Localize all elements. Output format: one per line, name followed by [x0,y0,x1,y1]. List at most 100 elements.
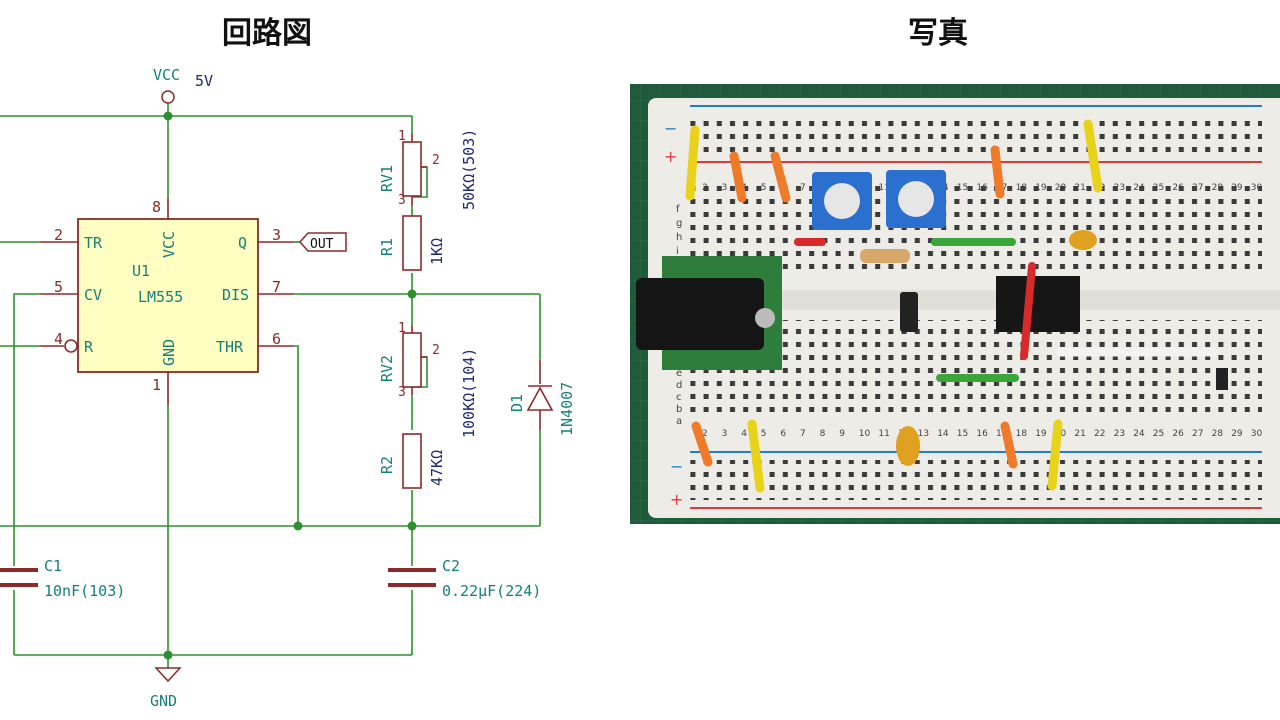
pin-header [1216,368,1228,390]
breadboard-column-number: 25 [1153,429,1164,439]
breadboard-row-letter: b [676,404,682,415]
breadboard-column-number: 13 [918,429,929,439]
bottom-minus-marker: − [670,457,683,476]
c2-capacitor [388,568,436,587]
d1-value: 1N4007 [558,382,576,436]
capacitor-c1 [1069,230,1097,250]
breadboard-column-number: 28 [1212,429,1224,439]
breadboard-column-number: 7 [800,183,806,193]
vcc-label: VCC [153,66,180,84]
ic-chip [996,276,1080,332]
breadboard-column-number: 11 [878,183,889,193]
breadboard-column-number: 11 [878,429,889,439]
trimmer-rv1-knob [824,183,860,219]
breadboard-row-letter: c [676,392,682,403]
junction-dots [163,111,417,660]
gnd-label: GND [150,692,177,710]
rv1-pin: 2 [432,153,440,168]
r1-value: 1KΩ [428,238,446,265]
d1-diode [526,360,554,430]
breadboard-column-number: 21 [1074,183,1085,193]
ic-pin-number: 2 [54,226,63,244]
ic-pin-name: Q [238,234,247,252]
ic-ref: U1 [132,262,150,280]
capacitor-c2 [896,426,920,466]
rv1-pin: 1 [398,129,406,144]
top-plus-marker: + [664,147,677,166]
breadboard-row-letter: e [676,368,682,379]
r2-resistor [402,433,422,489]
ic-body [77,218,259,373]
vcc-symbol [161,90,175,104]
ic-pin-number: 1 [152,376,161,394]
ic-pin-number: 4 [54,330,63,348]
ic-pins [40,198,294,405]
column-numbers-bottom: 2345678910111213141516171819202122232425… [702,429,1263,439]
ic-part: LM555 [138,288,183,306]
bottom-power-rail-holes [690,460,1262,500]
breadboard-column-number: 19 [1035,183,1047,193]
breadboard-column-number: 29 [1231,429,1243,439]
out-label-shape [298,232,347,252]
breadboard-column-number: 3 [722,429,728,439]
rv2-potentiometer [402,326,427,395]
breadboard-column-number: 21 [1074,429,1085,439]
breadboard-row-letter: f [676,204,680,215]
breadboard-column-number: 27 [1192,183,1203,193]
ic-pin-number: 6 [272,330,281,348]
breadboard-column-number: 30 [1251,429,1263,439]
ground-symbol [154,667,182,683]
r1-resistor [402,215,422,271]
breadboard-column-number: 19 [1035,429,1047,439]
ic-pin-number: 7 [272,278,281,296]
ic-pin-number: 3 [272,226,281,244]
c2-ref: C2 [442,557,460,575]
breadboard-column-number: 16 [976,183,988,193]
breadboard-row-letter: d [676,380,682,391]
r2-value: 47KΩ [428,450,446,486]
ic-pin-name: TR [84,234,103,252]
ic-pin-name: VCC [160,231,178,258]
c1-ref: C1 [44,557,62,575]
breadboard-row-letter: i [676,246,679,257]
schematic-title: 回路図 [222,16,312,51]
rv1-potentiometer [402,133,427,206]
breadboard-column-number: 5 [761,429,767,439]
breadboard-column-number: 5 [761,183,767,193]
rv2-ref: RV2 [378,355,396,382]
dc-jack [636,278,764,350]
ic-pin-name: GND [160,339,178,366]
breadboard-column-number: 28 [1212,183,1224,193]
center-channel [660,290,1280,310]
top-power-rail-holes [690,116,1262,152]
rv2-pin: 2 [432,343,440,358]
breadboard-column-number: 16 [976,429,988,439]
breadboard-column-number: 24 [1133,429,1145,439]
breadboard-column-number: 14 [937,429,949,439]
rv2-pin: 1 [398,321,406,336]
breadboard-column-number: 24 [1133,183,1145,193]
vcc-voltage: 5V [195,72,213,90]
breadboard-column-number: 17 [996,429,1007,439]
r1-ref: R1 [378,238,396,256]
resistor-r1 [860,249,910,263]
bottom-terminal-holes [690,320,1262,420]
breadboard-column-number: 10 [859,429,871,439]
breadboard-column-number: 23 [1114,183,1125,193]
breadboard-column-number: 9 [839,429,845,439]
breadboard-column-number: 20 [1055,183,1067,193]
breadboard-column-number: 15 [957,429,968,439]
out-label: OUT [310,237,334,252]
ic-pin-number: 5 [54,278,63,296]
breadboard-column-number: 25 [1153,183,1164,193]
rv1-ref: RV1 [378,165,396,192]
schematic-diagram: VCC 5V GND 8 2 3 5 7 4 6 1 VCC TR Q CV D… [0,66,576,710]
ic-pin-name: CV [84,286,102,304]
dc-jack-pin [755,308,775,328]
schematic-wires [0,103,541,668]
rv1-value: 50KΩ(503) [460,129,478,210]
breadboard-column-number: 18 [1016,429,1028,439]
reset-inversion-bubble [64,339,78,353]
diode-d1 [900,292,918,332]
